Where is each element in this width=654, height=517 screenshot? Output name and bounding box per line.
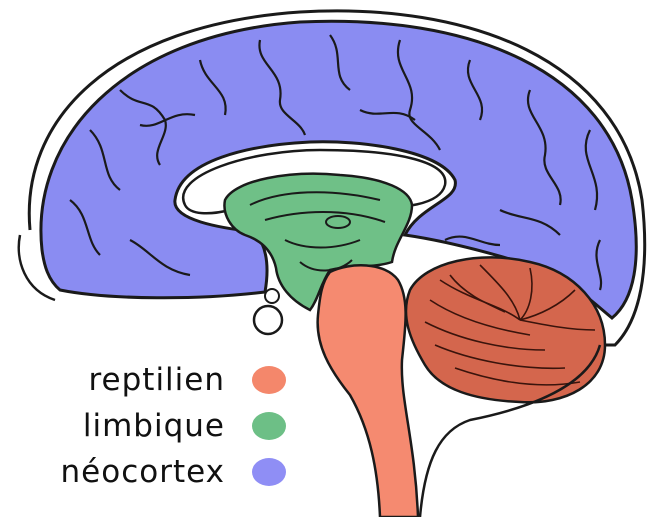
mammillary <box>265 289 279 303</box>
reptilian-region <box>318 265 418 517</box>
pituitary <box>254 306 282 334</box>
